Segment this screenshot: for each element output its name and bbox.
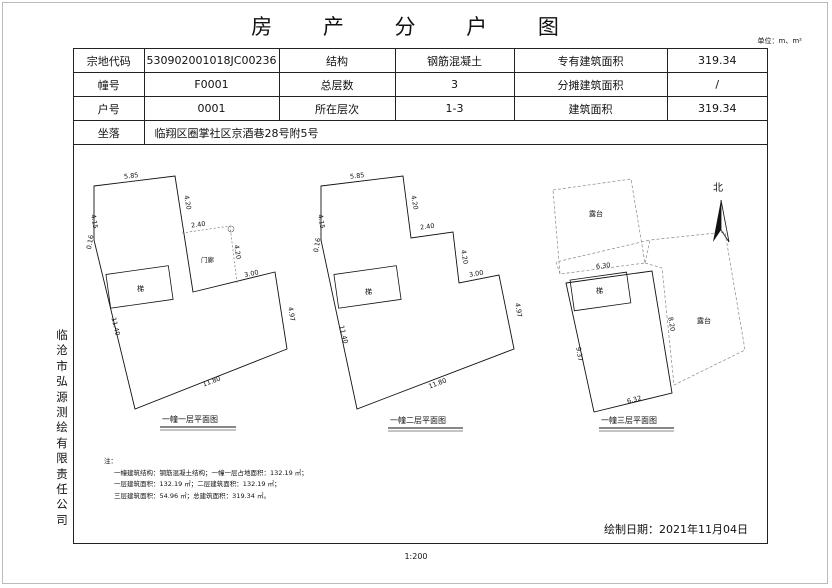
company-char: 测 <box>56 405 68 420</box>
dim-label: 4.20 <box>459 249 469 265</box>
dim-label: 5.85 <box>350 171 365 181</box>
dim-label: 4.97 <box>513 302 523 318</box>
dim-label: 0.16 <box>312 237 322 253</box>
floor1-caption: 一幢一层平面图 <box>162 414 218 424</box>
company-char: 责 <box>56 466 68 481</box>
floor3-stair <box>569 271 632 312</box>
label-floor-level: 所在层次 <box>278 96 396 121</box>
dim-label: 11.40 <box>109 317 121 337</box>
dim-label: 4.15 <box>89 214 99 230</box>
dim-label: 6.30 <box>596 261 611 271</box>
dim-label: 4.15 <box>316 214 326 230</box>
scale-label: 1:200 <box>404 552 428 561</box>
terrace-right-outline <box>644 231 746 386</box>
floor2-plan: 梯 5.85 4.20 2.40 4.20 3.00 4.97 11.80 11… <box>312 171 524 432</box>
label-exclusive-area: 专有建筑面积 <box>513 49 668 73</box>
company-char: 源 <box>56 389 68 404</box>
floor1-stair <box>105 265 174 309</box>
company-char: 公 <box>56 497 68 512</box>
dim-label: 8.20 <box>666 316 676 332</box>
floor2-stair <box>333 265 402 309</box>
dim-label: 3.00 <box>244 268 260 279</box>
dim-label: 4.20 <box>409 195 419 211</box>
dim-label: 11.40 <box>337 325 349 345</box>
company-char: 市 <box>56 358 68 373</box>
dim-label: 3.00 <box>468 269 484 279</box>
company-char: 临 <box>56 328 68 342</box>
floor3-outline <box>565 270 673 413</box>
floor3-dashed-edge <box>555 239 651 275</box>
table-row: 户号 0001 所在层次 1-3 建筑面积 319.34 <box>74 96 767 121</box>
company-char: 沧 <box>56 343 68 358</box>
notes-line: 三层建筑面积：54.96 ㎡；总建筑面积：319.34 ㎡。 <box>114 491 270 500</box>
floor1-outline <box>93 175 288 410</box>
value-structure: 钢筋混凝土 <box>394 49 515 73</box>
label-building-area: 建筑面积 <box>513 96 668 121</box>
company-char: 绘 <box>56 420 68 435</box>
terrace-right-label: 露台 <box>697 316 711 325</box>
dim-label: 2.40 <box>419 222 434 232</box>
floor3-caption: 一幢三层平面图 <box>601 415 657 425</box>
dim-label: 2.40 <box>190 220 205 230</box>
value-parcel-code: 530902001018JC00236 <box>143 49 280 73</box>
company-char: 限 <box>56 451 68 466</box>
notes-line: 一层建筑面积：132.19 ㎡；二层建筑面积：132.19 ㎡； <box>114 480 281 488</box>
label-location: 坐落 <box>74 120 145 145</box>
label-parcel-code: 宗地代码 <box>74 49 145 73</box>
value-location: 临翔区圈掌社区京酒巷28号附5号 <box>143 120 767 145</box>
value-floor-level: 1-3 <box>394 96 515 121</box>
dim-label: 9.37 <box>574 346 584 362</box>
floor3-plan: 梯 露台 露台 6.30 8.20 6.32 9.37 一幢三层平面图 <box>552 178 746 432</box>
notes-head: 注： <box>104 457 117 465</box>
label-total-floors: 总层数 <box>278 72 396 97</box>
notes-line: 一幢建筑结构：钢筋混凝土结构；一幢一层占地面积：132.19 ㎡； <box>114 468 308 477</box>
dim-label: 5.85 <box>124 171 139 181</box>
north-arrow-icon: 北 <box>713 182 730 243</box>
draw-date: 绘制日期：2021年11月04日 <box>604 523 748 536</box>
dim-label: 4.20 <box>232 244 242 260</box>
value-total-floors: 3 <box>394 72 515 97</box>
notes: 注： 一幢建筑结构：钢筋混凝土结构；一幢一层占地面积：132.19 ㎡； 一层建… <box>104 456 308 502</box>
main-frame: 宗地代码 530902001018JC00236 结构 钢筋混凝土 专有建筑面积… <box>73 48 768 544</box>
page-title: 房 产 分 户 图 <box>251 15 581 39</box>
dim-label: 11.80 <box>201 374 221 388</box>
terrace-top-label: 露台 <box>589 209 603 218</box>
north-label: 北 <box>713 182 723 194</box>
floor2-stair-label: 梯 <box>365 287 372 296</box>
company-char: 有 <box>56 435 68 450</box>
floor2-outline <box>320 175 515 410</box>
label-shared-area: 分摊建筑面积 <box>513 72 668 97</box>
info-table: 宗地代码 530902001018JC00236 结构 钢筋混凝土 专有建筑面积… <box>74 49 767 145</box>
company-char: 司 <box>56 512 68 527</box>
company-name: 临 沧 市 弘 源 测 绘 有 限 责 任 公 司 <box>55 328 69 528</box>
company-char: 弘 <box>56 374 68 389</box>
dim-label: 4.97 <box>286 306 296 322</box>
table-row: 宗地代码 530902001018JC00236 结构 钢筋混凝土 专有建筑面积… <box>74 49 767 73</box>
dim-label: 0.16 <box>85 234 95 250</box>
floor1-porch-label: 门廊 <box>201 255 215 264</box>
unit-label: 单位：m、m² <box>757 37 802 45</box>
dim-label: 6.32 <box>626 394 642 405</box>
floor3-stair-label: 梯 <box>596 286 603 295</box>
table-row: 坐落 临翔区圈掌社区京酒巷28号附5号 <box>74 120 767 145</box>
company-char: 任 <box>56 482 68 497</box>
porch-post-icon <box>227 225 235 233</box>
floor2-caption: 一幢二层平面图 <box>390 415 446 425</box>
value-building-area: 319.34 <box>666 96 767 121</box>
floor1-plan: 梯 门廊 5.85 4.20 2.40 4.20 3.00 4.97 11.80… <box>85 171 297 431</box>
dim-label: 11.80 <box>427 376 447 390</box>
terrace-top-outline <box>552 178 646 275</box>
dim-label: 4.20 <box>182 195 192 211</box>
floor1-stair-label: 梯 <box>137 284 144 293</box>
